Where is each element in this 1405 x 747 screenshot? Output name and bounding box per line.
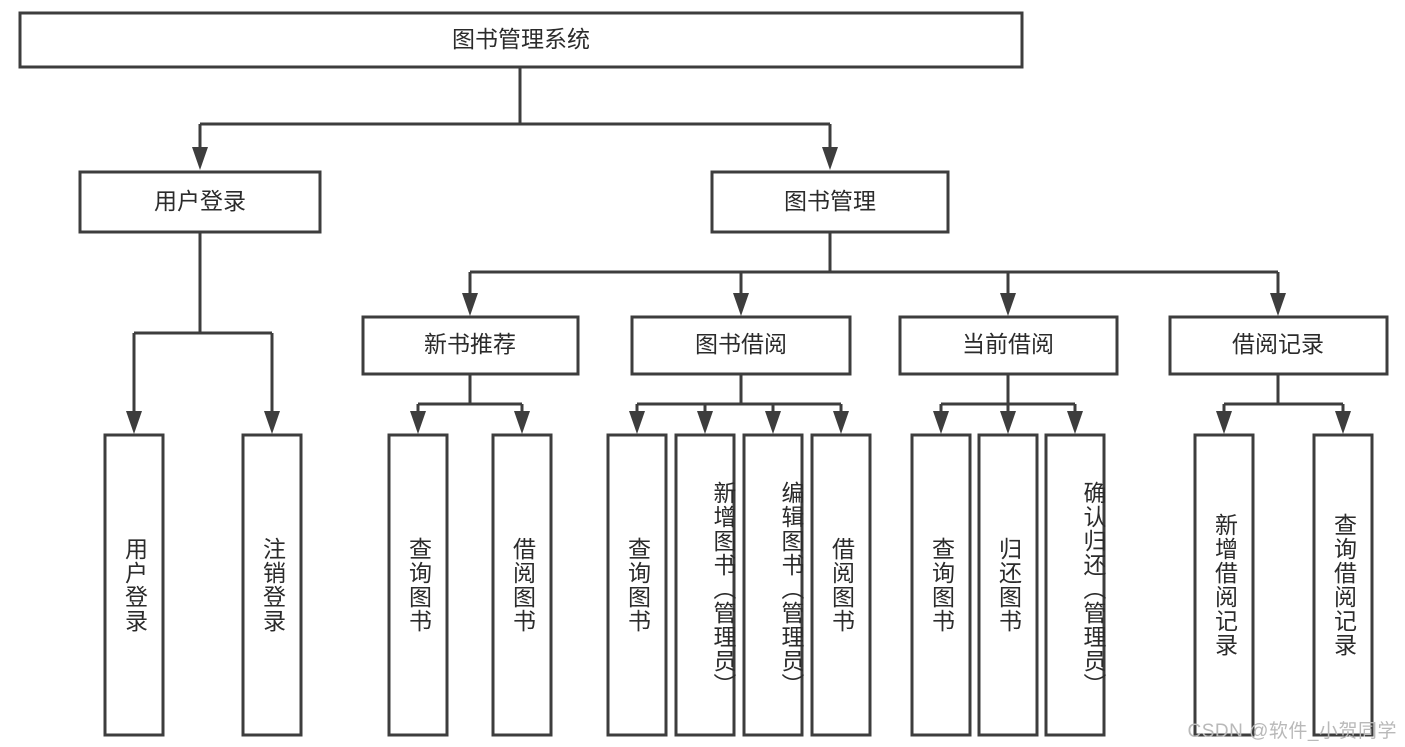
node-user-login[interactable] [78,170,322,234]
node-leaf-add-book[interactable] [674,433,736,737]
arrowhead-book-manage [822,147,838,170]
arrowhead-leaf-logout-login [264,411,280,434]
node-book-borrow-label: 图书借阅 [695,331,787,357]
arrowhead-user-login [192,147,208,170]
node-leaf-borrow-book-2[interactable] [810,433,872,737]
node-root-label: 图书管理系统 [452,26,590,52]
node-new-book-recommend[interactable] [361,315,580,376]
arrowhead-leaf-confirm-return [1067,411,1083,434]
node-new-book-recommend-label: 新书推荐 [424,331,516,357]
arrowhead-book-borrow [733,293,749,316]
node-user-login-label: 用户登录 [154,188,246,214]
node-leaf-return-book[interactable] [977,433,1039,737]
arrowhead-leaf-add-record [1216,411,1232,434]
node-book-manage[interactable] [710,170,950,234]
node-leaf-user-login[interactable] [103,433,165,737]
node-borrow-record-label: 借阅记录 [1232,331,1324,357]
arrowhead-leaf-borrow-book-2 [833,411,849,434]
arrowhead-leaf-query-book-2 [629,411,645,434]
arrowhead-leaf-query-record [1335,411,1351,434]
node-leaf-logout-login[interactable] [241,433,303,737]
node-leaf-query-book-1[interactable] [387,433,449,737]
node-book-borrow[interactable] [630,315,852,376]
arrowhead-current-borrow [1000,293,1016,316]
node-leaf-borrow-book-1[interactable] [491,433,553,737]
node-root-book-management-system[interactable] [18,11,1024,69]
node-leaf-query-book-2[interactable] [606,433,668,737]
arrowhead-leaf-query-book-1 [410,411,426,434]
arrowhead-leaf-borrow-book-1 [514,411,530,434]
node-leaf-confirm-return[interactable] [1044,433,1106,737]
node-leaf-query-record[interactable] [1312,433,1374,737]
node-current-borrow-label: 当前借阅 [962,331,1054,357]
arrowhead-leaf-query-book-3 [933,411,949,434]
node-borrow-record[interactable] [1168,315,1389,376]
arrowhead-borrow-record [1270,293,1286,316]
arrowhead-leaf-edit-book [765,411,781,434]
node-current-borrow[interactable] [898,315,1119,376]
node-book-manage-label: 图书管理 [784,188,876,214]
csdn-watermark: CSDN @软件_小贺同学 [1187,721,1397,742]
arrowhead-leaf-user-login [126,411,142,434]
node-leaf-edit-book[interactable] [742,433,804,737]
node-leaf-query-book-3[interactable] [910,433,972,737]
node-leaf-add-record[interactable] [1193,433,1255,737]
arrowhead-leaf-add-book [697,411,713,434]
arrowhead-leaf-return-book [1000,411,1016,434]
arrowhead-new-book-recommend [462,293,478,316]
